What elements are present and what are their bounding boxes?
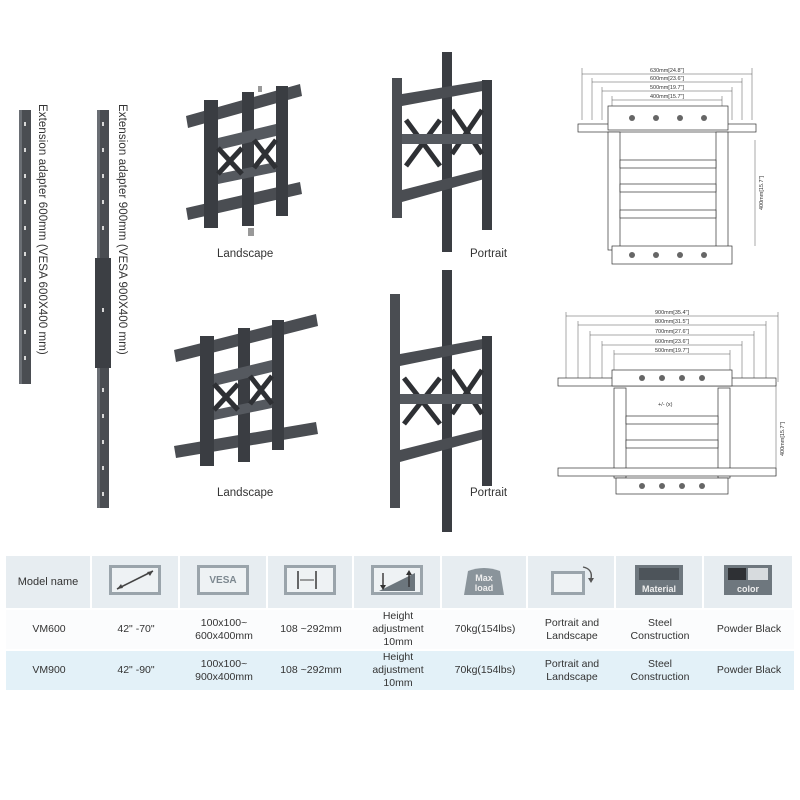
- table-row: VM600 42" -70" 100x100~ 600x400mm 108 ~2…: [6, 608, 794, 649]
- caption-portrait-top: Portrait: [470, 248, 508, 260]
- dim-bottom-1: 800mm[31.5"]: [655, 319, 690, 325]
- rotate-icon: [551, 566, 594, 595]
- adapter-900-label: Extension adapter 900mm (VESA 900X400 mm…: [116, 104, 128, 355]
- cell-vesa: 100x100~ 900x400mm: [180, 649, 268, 690]
- caption-landscape-top: Landscape: [217, 248, 274, 260]
- mount-portrait-top-image: [386, 50, 498, 258]
- dim-bottom-offset: +/- (x): [658, 402, 673, 408]
- screen-size-icon: [109, 565, 161, 595]
- height-adjust-header: [354, 556, 442, 608]
- material-icon-text: Material: [642, 584, 676, 594]
- adapter-600-image: [14, 108, 36, 386]
- max-load-icon-text-2: load: [475, 583, 494, 593]
- depth-header: [268, 556, 354, 608]
- vesa-header: VESA: [180, 556, 268, 608]
- color-icon-text: color: [737, 584, 760, 594]
- cell-model: VM600: [6, 608, 92, 649]
- dim-top-height: 400mm[15.7"]: [759, 175, 765, 210]
- cell-height-adj: Height adjustment 10mm: [354, 608, 442, 649]
- dim-bottom-height: 400mm[15.7"]: [780, 421, 786, 456]
- cell-depth: 108 ~292mm: [268, 649, 354, 690]
- drawing-top: 630mm[24.8"] 600mm[23.6"] 500mm[19.7"] 4…: [572, 60, 772, 270]
- cell-size: 42" -90": [92, 649, 180, 690]
- cell-size: 42" -70": [92, 608, 180, 649]
- max-load-header: Max load: [442, 556, 528, 608]
- color-header: color: [704, 556, 794, 608]
- cell-orientation: Portrait and Landscape: [528, 608, 616, 649]
- max-load-icon-text-1: Max: [475, 573, 493, 583]
- cell-load: 70kg(154lbs): [442, 608, 528, 649]
- dim-bottom-3: 600mm[23.6"]: [655, 339, 690, 345]
- adapter-600-label: Extension adapter 600mm (VESA 600X400 mm…: [36, 104, 48, 355]
- vesa-icon: VESA: [197, 565, 249, 595]
- dim-bottom-0: 900mm[35.4"]: [655, 310, 690, 316]
- caption-portrait-bottom: Portrait: [470, 487, 508, 499]
- cell-color: Powder Black: [704, 649, 794, 690]
- adapter-900-image: [92, 108, 114, 510]
- cell-material: Steel Construction: [616, 608, 704, 649]
- cell-vesa: 100x100~ 600x400mm: [180, 608, 268, 649]
- cell-height-adj: Height adjustment 10mm: [354, 649, 442, 690]
- dim-top-2: 500mm[19.7"]: [650, 85, 685, 91]
- spec-table: Model name VESA: [6, 556, 794, 690]
- height-adjust-icon: [371, 565, 423, 595]
- dim-top-0: 630mm[24.8"]: [650, 68, 685, 74]
- max-load-icon: Max load: [464, 568, 504, 595]
- material-header: Material: [616, 556, 704, 608]
- orientation-header: [528, 556, 616, 608]
- material-icon: Material: [635, 565, 683, 595]
- cell-material: Steel Construction: [616, 649, 704, 690]
- caption-landscape-bottom: Landscape: [217, 487, 274, 499]
- cell-depth: 108 ~292mm: [268, 608, 354, 649]
- dim-bottom-2: 700mm[27.6"]: [655, 329, 690, 335]
- dim-top-3: 400mm[15.7"]: [650, 94, 685, 100]
- screen-size-header: [92, 556, 180, 608]
- model-name-header: Model name: [6, 556, 92, 608]
- cell-color: Powder Black: [704, 608, 794, 649]
- depth-icon: [284, 565, 336, 595]
- mount-portrait-bottom-image: [384, 268, 500, 534]
- drawing-bottom: 900mm[35.4"] 800mm[31.5"] 700mm[27.6"] 6…: [556, 306, 788, 502]
- mount-landscape-top-image: [182, 78, 310, 246]
- cell-model: VM900: [6, 649, 92, 690]
- spec-header-row: Model name VESA: [6, 556, 794, 608]
- mount-landscape-bottom-image: [172, 310, 320, 482]
- table-row: VM900 42" -90" 100x100~ 900x400mm 108 ~2…: [6, 649, 794, 690]
- dim-bottom-4: 500mm[19.7"]: [655, 348, 690, 354]
- dim-top-1: 600mm[23.6"]: [650, 76, 685, 82]
- color-icon: color: [724, 565, 772, 595]
- cell-load: 70kg(154lbs): [442, 649, 528, 690]
- cell-orientation: Portrait and Landscape: [528, 649, 616, 690]
- vesa-icon-text: VESA: [209, 575, 236, 586]
